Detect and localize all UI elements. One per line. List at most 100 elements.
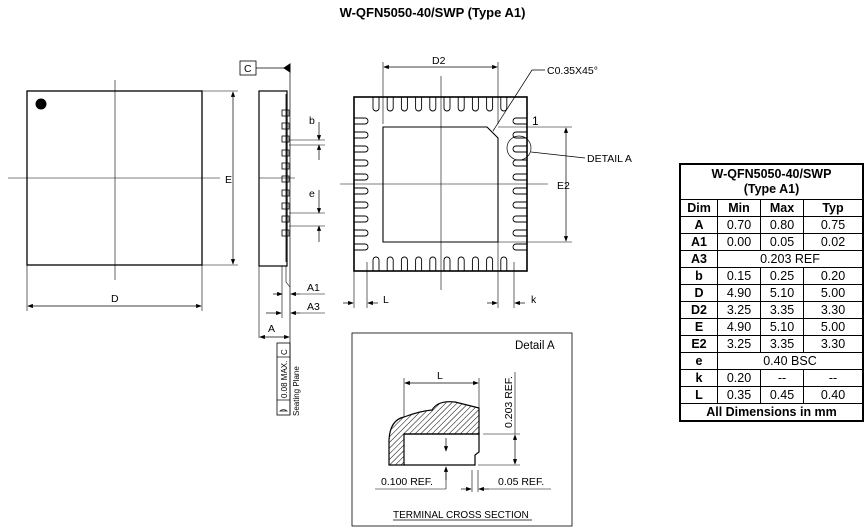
cell-max: 0.05 bbox=[760, 233, 804, 251]
terminal-pad bbox=[400, 97, 408, 112]
terminal-pad bbox=[354, 117, 369, 125]
terminal-pad bbox=[486, 97, 494, 112]
terminal-pad bbox=[512, 187, 527, 195]
terminal-pad bbox=[429, 256, 437, 271]
terminal-section bbox=[388, 401, 480, 466]
cell-max: 5.10 bbox=[760, 318, 804, 336]
cell-dim: D2 bbox=[679, 301, 718, 319]
cell-dim: D bbox=[679, 284, 718, 302]
terminal-pad bbox=[512, 117, 527, 125]
table-title-line1: W-QFN5050-40/SWP bbox=[711, 167, 832, 181]
terminal-pad bbox=[512, 201, 527, 209]
terminal-pad bbox=[512, 145, 527, 153]
terminal-pad bbox=[500, 256, 508, 271]
cell-min: 0.20 bbox=[717, 369, 761, 387]
terminal-pad bbox=[354, 145, 369, 153]
detail-dim-l-label: L bbox=[437, 370, 443, 382]
dim-e2-label: E2 bbox=[557, 180, 570, 192]
header-max: Max bbox=[760, 199, 804, 217]
terminal-pad bbox=[500, 97, 508, 112]
cell-typ: 5.00 bbox=[803, 318, 864, 336]
cell-max: 0.25 bbox=[760, 267, 804, 285]
cell-dim: b bbox=[679, 267, 718, 285]
dim-l-label: L bbox=[383, 294, 389, 306]
terminal-pad bbox=[354, 131, 369, 139]
cell-dim: k bbox=[679, 369, 718, 387]
datum-c-label: C bbox=[244, 63, 252, 75]
dimension-table: W-QFN5050-40/SWP (Type A1) Dim Min Max T… bbox=[679, 163, 864, 422]
cell-dim: E bbox=[679, 318, 718, 336]
side-pads bbox=[281, 109, 290, 237]
terminal-pad bbox=[354, 229, 369, 237]
terminal-pad bbox=[443, 97, 451, 112]
detail-a-callout: DETAIL A bbox=[587, 153, 632, 165]
terminal-pads bbox=[354, 97, 527, 271]
cell-typ: 5.00 bbox=[803, 284, 864, 302]
cell-typ: 0.75 bbox=[803, 216, 864, 234]
cell-dim: A3 bbox=[679, 250, 718, 268]
cell-typ: 0.40 bbox=[803, 386, 864, 404]
dim-a-label: A bbox=[268, 323, 275, 335]
cell-span: 0.203 REF bbox=[717, 250, 864, 268]
terminal-pad bbox=[415, 97, 423, 112]
detail-ref-100-label: 0.100 REF. bbox=[381, 476, 433, 488]
terminal-pad bbox=[512, 243, 527, 251]
table-header-row: Dim Min Max Typ bbox=[679, 199, 864, 217]
terminal-pad bbox=[354, 243, 369, 251]
terminal-pad bbox=[471, 97, 479, 112]
terminal-pad bbox=[386, 256, 394, 271]
terminal-pad bbox=[354, 215, 369, 223]
bottom-view bbox=[340, 62, 586, 308]
dim-e-label: E bbox=[225, 174, 232, 186]
terminal-pad bbox=[512, 173, 527, 181]
drawing-title: W-QFN5050-40/SWP (Type A1) bbox=[339, 5, 526, 20]
cell-min: 0.35 bbox=[717, 386, 761, 404]
cell-max: 0.45 bbox=[760, 386, 804, 404]
cell-max: -- bbox=[760, 369, 804, 387]
cell-typ: -- bbox=[803, 369, 864, 387]
cell-dim: L bbox=[679, 386, 718, 404]
cell-max: 0.80 bbox=[760, 216, 804, 234]
cell-dim: E2 bbox=[679, 335, 718, 353]
cell-span: 0.40 BSC bbox=[717, 352, 864, 370]
cell-min: 3.25 bbox=[717, 301, 761, 319]
header-min: Min bbox=[717, 199, 761, 217]
pin1-label: 1 bbox=[532, 114, 539, 128]
header-dim: Dim bbox=[679, 199, 718, 217]
dim-a3-label: A3 bbox=[307, 301, 320, 313]
cell-typ: 0.20 bbox=[803, 267, 864, 285]
terminal-pad bbox=[512, 215, 527, 223]
cell-dim: A1 bbox=[679, 233, 718, 251]
detail-caption: TERMINAL CROSS SECTION bbox=[393, 510, 529, 521]
pin1-dot-icon bbox=[35, 98, 47, 110]
cell-dim: e bbox=[679, 352, 718, 370]
dim-b-label: b bbox=[309, 115, 315, 127]
terminal-pad bbox=[512, 159, 527, 167]
terminal-pad bbox=[354, 159, 369, 167]
terminal-pad bbox=[457, 97, 465, 112]
top-view bbox=[8, 80, 238, 311]
terminal-pad bbox=[354, 173, 369, 181]
cell-max: 3.35 bbox=[760, 335, 804, 353]
cell-dim: A bbox=[679, 216, 718, 234]
terminal-pad bbox=[386, 97, 394, 112]
terminal-pad bbox=[372, 97, 380, 112]
cell-min: 0.70 bbox=[717, 216, 761, 234]
cell-min: 0.15 bbox=[717, 267, 761, 285]
cell-max: 3.35 bbox=[760, 301, 804, 319]
flatness-symbol-icon bbox=[279, 409, 288, 412]
terminal-pad bbox=[354, 187, 369, 195]
terminal-pad bbox=[354, 201, 369, 209]
exposed-pad bbox=[382, 126, 499, 243]
chamfer-label: C0.35X45° bbox=[547, 65, 598, 77]
dim-e-pitch-label: e bbox=[309, 188, 315, 200]
terminal-pad bbox=[486, 256, 494, 271]
detail-a-box bbox=[351, 332, 573, 527]
